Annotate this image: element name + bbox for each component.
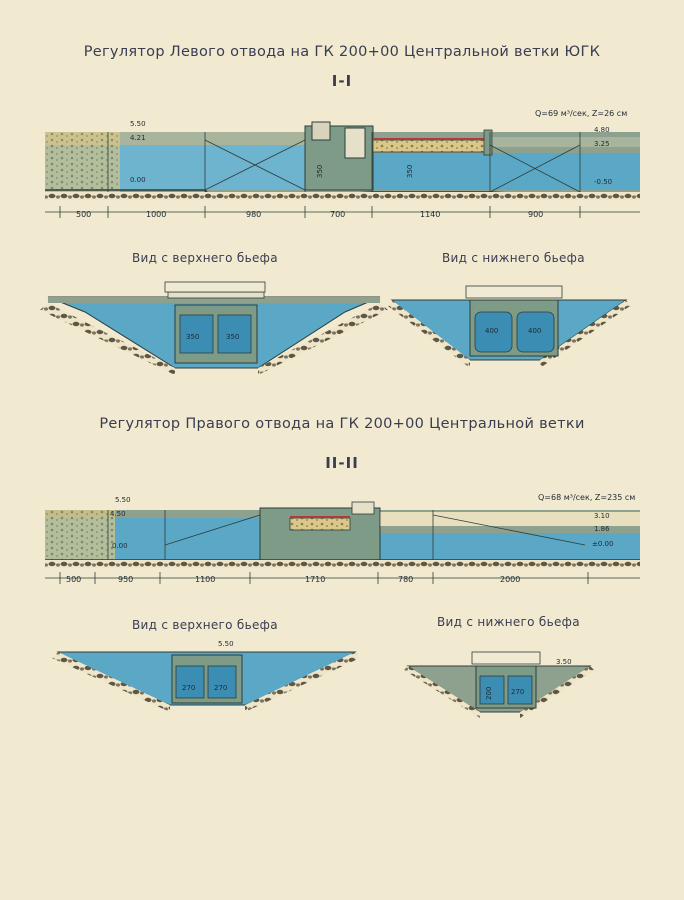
section1-title: Регулятор Левого отвода на ГК 200+00 Цен… (83, 44, 601, 60)
section1-dim-ticks (59, 206, 581, 218)
section2-dim-2: 950 (118, 575, 133, 584)
section1-mid-height: 350 (406, 165, 414, 178)
section1-dim-1: 500 (76, 210, 91, 219)
section1-view-up-label: Вид с верхнего бьефа (132, 251, 278, 265)
section2-elev-bottom-right: ±0.00 (592, 540, 613, 548)
section1-view-down-label: Вид с нижнего бьефа (442, 251, 585, 265)
section1-view-down: 400 400 (388, 285, 630, 368)
section2-dim-3: 1100 (195, 575, 215, 584)
section2-elev-bottom-left: 0.00 (112, 542, 128, 550)
section1-elev-bottom-right: -0.50 (594, 178, 612, 186)
section1-label: I-I (331, 72, 353, 90)
section1-gravel (45, 132, 120, 192)
section2-view-down-span-1: 200 (485, 687, 493, 700)
section2-title: Регулятор Правого отвода на ГК 200+00 Це… (99, 416, 585, 432)
section1-right-wall (483, 129, 493, 156)
section2-view-up-elev: 5.50 (218, 640, 234, 648)
section1-gate-house (311, 121, 331, 141)
section1-gate-height: 350 (316, 165, 324, 178)
section1-elev-water-left: 4.21 (130, 134, 146, 142)
section1-view-up-span-2: 350 (226, 333, 239, 341)
section2-flow: Q=68 м³/сек, Z=235 см (538, 493, 635, 502)
section2-label: II-II (325, 454, 359, 472)
section2-view-down-label: Вид с нижнего бьефа (437, 615, 580, 629)
section2-view-up: 270 270 5.50 (52, 640, 360, 712)
section2-elev-water-right: 1.86 (594, 525, 610, 533)
section2-elev-water-left: 4.50 (110, 510, 126, 518)
section1-dim-5: 1140 (420, 210, 440, 219)
section1-elev-bottom-left: 0.00 (130, 176, 146, 184)
section1-dim-6: 900 (528, 210, 543, 219)
section2-view-down-elev: 3.50 (556, 658, 572, 666)
section2-profile: 500 950 1100 1710 780 2000 5.50 4.50 0.0… (45, 493, 640, 584)
section2-elev-top-right: 3.10 (594, 512, 610, 520)
section2-view-down-span-2: 270 (511, 688, 524, 696)
section2-dim-1: 500 (66, 575, 81, 584)
section2-elev-top-left: 5.50 (115, 496, 131, 504)
section2-view-up-span-1: 270 (182, 684, 195, 692)
section1-dim-3: 980 (246, 210, 261, 219)
section1-elev-water-right: 3.25 (594, 140, 610, 148)
section1-view-down-span-1: 400 (485, 327, 498, 335)
section1-elev-top-left: 5.50 (130, 120, 146, 128)
section1-water-approach (120, 145, 310, 190)
section2-view-down: 200 270 3.50 (404, 651, 594, 718)
section2-view-up-label: Вид с верхнего бьефа (132, 618, 278, 632)
section1-view-up-span-1: 350 (186, 333, 199, 341)
section1-deck (372, 139, 489, 153)
section1-stone-bed (45, 192, 640, 200)
section1-parapet-right (490, 137, 640, 147)
section2-dim-4: 1710 (305, 575, 325, 584)
section1-joints (107, 132, 581, 196)
section2-dim-5: 780 (398, 575, 413, 584)
section2-dim-6: 2000 (500, 575, 520, 584)
section1-view-down-span-2: 400 (528, 327, 541, 335)
section1-dim-2: 1000 (146, 210, 166, 219)
section1-gate-lift (344, 127, 366, 159)
section2-view-up-span-2: 270 (214, 684, 227, 692)
section1-view-up: 350 350 (40, 281, 388, 375)
section1-profile: 500 1000 980 700 1140 900 5.50 4.21 0.00… (45, 109, 640, 219)
section1-elev-top-right: 4.80 (594, 126, 610, 134)
section1-flow: Q=69 м³/сек, Z=26 см (535, 109, 627, 118)
section1-dim-4: 700 (330, 210, 345, 219)
